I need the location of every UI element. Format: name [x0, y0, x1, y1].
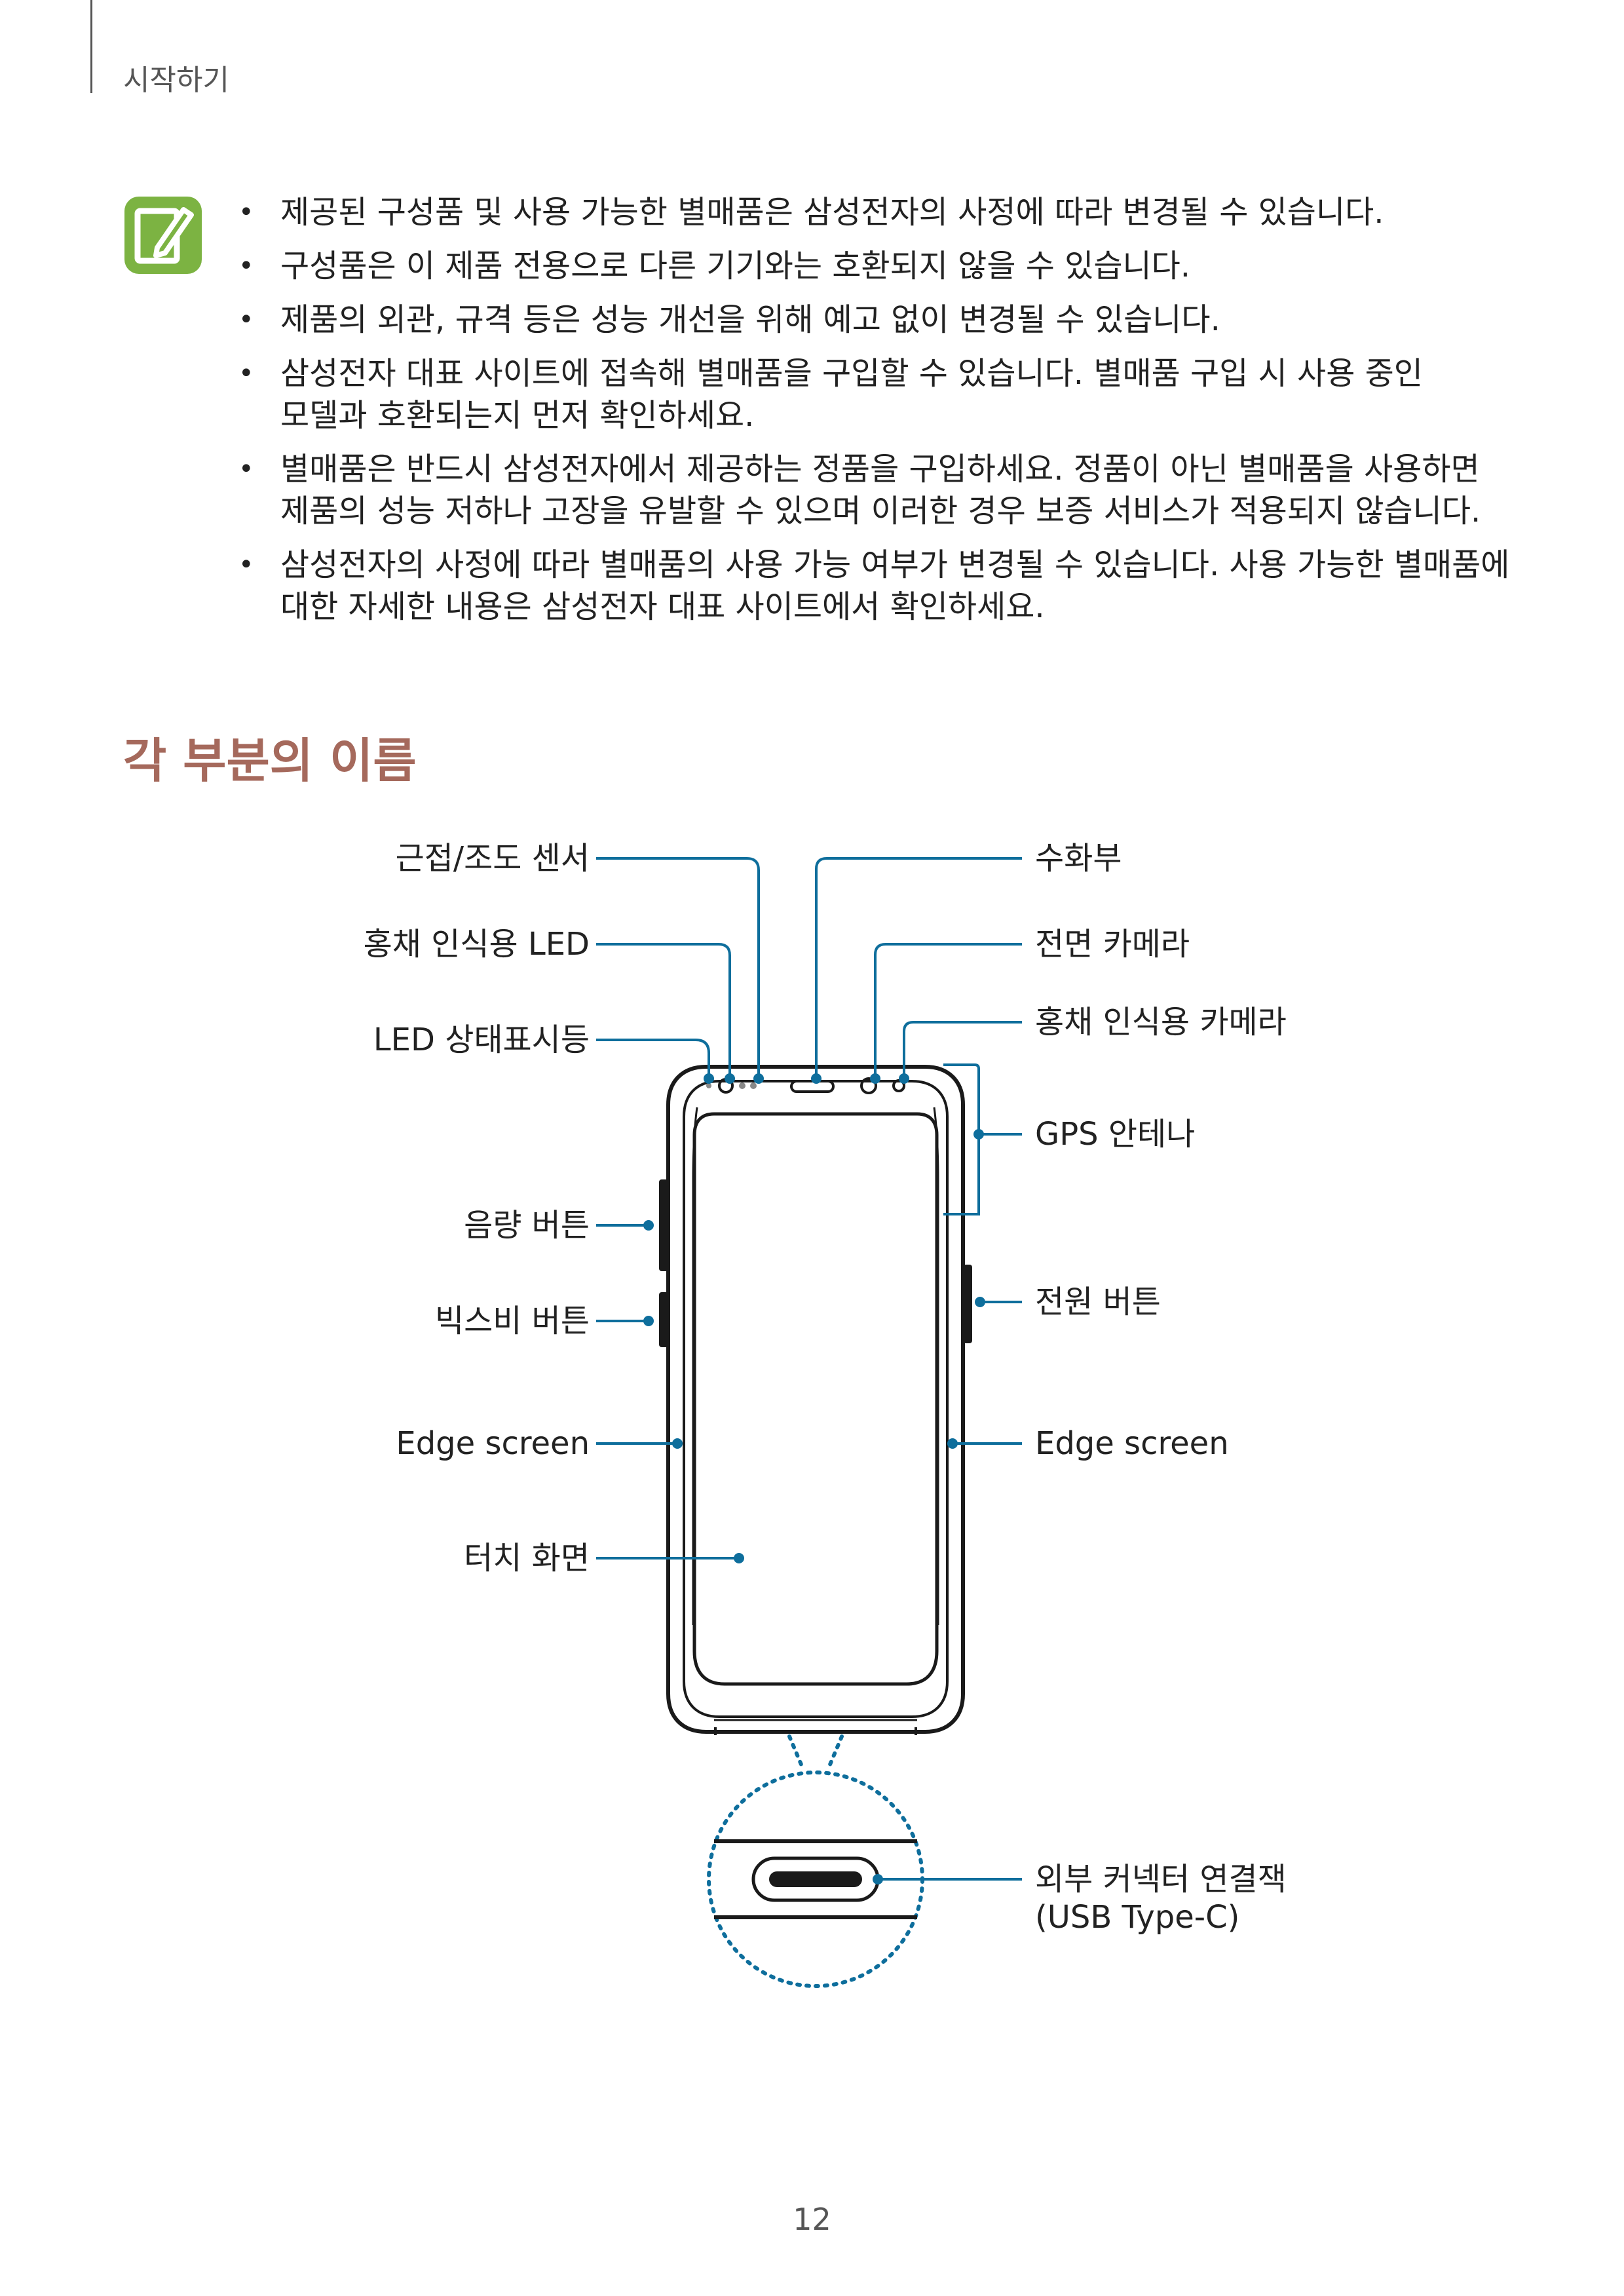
leader-dots [643, 1073, 985, 1885]
label-edge-screen-right: Edge screen [1035, 1425, 1229, 1462]
label-led-indicator: LED 상태표시등 [373, 1022, 590, 1058]
page-number: 12 [793, 2202, 831, 2237]
note-item: 구성품은 이 제품 전용으로 다른 기기와는 호환되지 않을 수 있습니다. [236, 245, 1533, 287]
note-item: 제공된 구성품 및 사용 가능한 별매품은 삼성전자의 사정에 따라 변경될 수… [236, 191, 1533, 233]
note-item: 삼성전자 대표 사이트에 접속해 별매품을 구입할 수 있습니다. 별매품 구입… [236, 353, 1533, 436]
note-item: 제품의 외관, 규격 등은 성능 개선을 위해 예고 없이 변경될 수 있습니다… [236, 299, 1533, 341]
label-front-camera: 전면 카메라 [1035, 926, 1190, 963]
header-rule [90, 0, 92, 93]
notes-list: 제공된 구성품 및 사용 가능한 별매품은 삼성전자의 사정에 따라 변경될 수… [236, 191, 1533, 640]
label-power-button: 전원 버튼 [1035, 1284, 1161, 1320]
label-gps-antenna: GPS 안테나 [1035, 1116, 1196, 1153]
label-proximity-sensor: 근접/조도 센서 [395, 840, 590, 877]
label-volume-button: 음량 버튼 [464, 1207, 590, 1244]
note-item: 삼성전자의 사정에 따라 별매품의 사용 가능 여부가 변경될 수 있습니다. … [236, 544, 1533, 628]
label-iris-led: 홍채 인식용 LED [363, 926, 590, 963]
label-connector-type: (USB Type-C) [1035, 1899, 1240, 1936]
label-edge-screen-left: Edge screen [396, 1425, 590, 1462]
label-receiver: 수화부 [1035, 840, 1122, 877]
phone-outline [666, 1065, 965, 1734]
label-connector: 외부 커넥터 연결잭 [1035, 1861, 1287, 1898]
note-pencil-icon [124, 197, 202, 274]
section-heading: 각 부분의 이름 [123, 733, 417, 788]
bottom-port-marks [714, 1727, 917, 1735]
side-buttons [659, 1179, 972, 1347]
leader-lines [596, 857, 1022, 1881]
label-touch-screen: 터치 화면 [464, 1540, 590, 1577]
top-bezel-sensors [706, 1077, 905, 1094]
label-iris-camera: 홍채 인식용 카메라 [1035, 1004, 1287, 1041]
connector-zoom [707, 1734, 924, 1988]
note-item: 별매품은 반드시 삼성전자에서 제공하는 정품을 구입하세요. 정품이 아닌 별… [236, 448, 1533, 532]
label-bixby-button: 빅스비 버튼 [434, 1303, 590, 1339]
section-label: 시작하기 [123, 64, 229, 97]
